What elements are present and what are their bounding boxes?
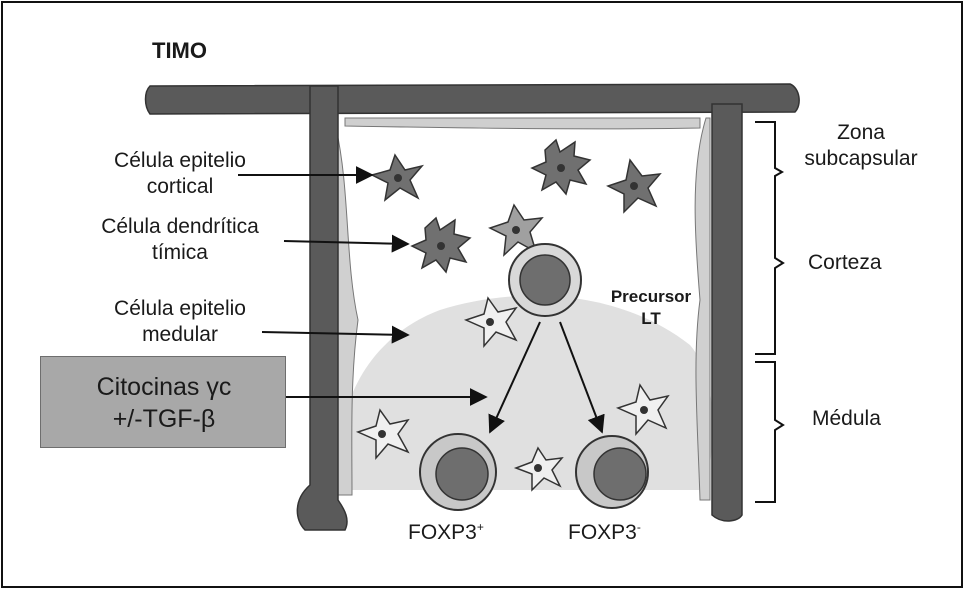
precursor-label: Precursor LT [610, 287, 692, 328]
brace-subcapsular [755, 121, 785, 178]
arrow-to-foxp3-neg [559, 321, 605, 434]
capsule-left-wall [296, 85, 348, 531]
arrow-to-foxp3-pos [488, 321, 541, 434]
capsule-top [144, 83, 800, 115]
label-cortical-epithelial: Célula epitelio cortical [114, 149, 246, 198]
label-cortex: Corteza [808, 251, 882, 274]
capsule-right-wall [711, 103, 743, 522]
right-septum-band [694, 117, 711, 501]
diagram-title: TIMO [152, 38, 207, 63]
brace-cortex [755, 178, 785, 355]
label-medullary-epithelial: Célula epitelio medular [114, 297, 246, 346]
brace-medulla [755, 361, 785, 503]
cytokine-box: Citocinas γc +/-TGF-β [40, 356, 286, 448]
cytokine-line-2: +/-TGF-β [112, 405, 216, 433]
foxp3-positive-label: FOXP3+ [408, 520, 484, 544]
capsule-inner-band [344, 117, 701, 130]
cytokine-line-1: Citocinas γc [96, 373, 232, 401]
arrow-medullary [261, 325, 410, 344]
foxp3-negative-label: FOXP3- [568, 520, 641, 544]
left-septum-band [335, 127, 359, 496]
label-subcapsular: Zona subcapsular [804, 121, 918, 170]
label-dendritic: Célula dendrítica tímica [101, 215, 259, 264]
arrow-dendritic [283, 234, 410, 253]
label-medulla: Médula [812, 407, 881, 430]
